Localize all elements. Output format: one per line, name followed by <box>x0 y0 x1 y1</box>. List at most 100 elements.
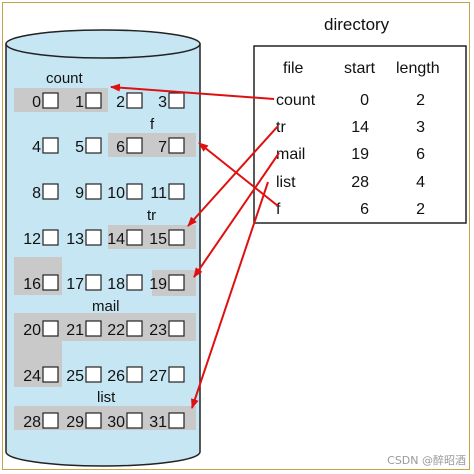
block-box <box>85 183 102 200</box>
block-box <box>42 137 59 154</box>
directory-rows: count 0 2 tr 14 3 mail 19 6 list 28 4 f 6 2 <box>276 92 425 218</box>
block-box <box>126 183 143 200</box>
block-box <box>168 183 185 200</box>
dir-start: 14 <box>351 119 369 136</box>
block-number: 10 <box>107 185 125 202</box>
dir-start: 0 <box>360 92 369 109</box>
block-number: 5 <box>75 139 84 156</box>
block-number: 13 <box>66 231 84 248</box>
arrow-tr <box>187 125 279 227</box>
directory-header-file: file <box>283 60 304 77</box>
dir-length: 2 <box>416 201 425 218</box>
block-box <box>126 320 143 337</box>
block-box <box>168 229 185 246</box>
dir-start: 6 <box>360 201 369 218</box>
block-number: 14 <box>107 231 125 248</box>
block-box <box>168 412 185 429</box>
block-box <box>42 274 59 291</box>
block-number: 6 <box>116 139 125 156</box>
directory-header-length: length <box>396 60 440 77</box>
disk-label-mail: mail <box>92 298 120 315</box>
block-box <box>42 366 59 383</box>
directory-title: directory <box>324 15 390 34</box>
block-number: 19 <box>149 276 167 293</box>
block-box <box>85 137 102 154</box>
block-number: 29 <box>66 414 84 431</box>
block-number: 30 <box>107 414 125 431</box>
block-number: 8 <box>32 185 41 202</box>
block-box <box>42 320 59 337</box>
block-box <box>85 92 102 109</box>
disk-label-tr: tr <box>147 207 156 224</box>
directory-panel: directory file start length count 0 2 tr 14 3… <box>253 15 467 224</box>
block-number: 28 <box>23 414 41 431</box>
block-box <box>168 274 185 291</box>
directory-table-border <box>253 45 467 224</box>
block-number: 12 <box>23 231 41 248</box>
block-number: 16 <box>23 276 41 293</box>
dir-start: 28 <box>351 174 369 191</box>
dir-length: 4 <box>416 174 425 191</box>
disk-label-f: f <box>150 116 155 133</box>
block-number: 20 <box>23 322 41 339</box>
block-box <box>42 229 59 246</box>
block-number: 21 <box>66 322 84 339</box>
disk-label-list: list <box>97 389 116 406</box>
dir-file: f <box>276 201 281 218</box>
block-number: 3 <box>158 94 167 111</box>
arrow-list <box>191 181 269 409</box>
image-frame <box>2 2 470 470</box>
block-box <box>126 92 143 109</box>
block-box <box>126 137 143 154</box>
arrow-f <box>198 142 279 207</box>
block-number: 9 <box>75 185 84 202</box>
block-box <box>42 183 59 200</box>
watermark: CSDN @醉昭酒 <box>387 454 466 467</box>
block-number: 27 <box>149 368 167 385</box>
block-box <box>85 412 102 429</box>
block-number: 31 <box>149 414 167 431</box>
block-box <box>126 274 143 291</box>
block-box <box>168 366 185 383</box>
block-box <box>168 92 185 109</box>
dir-file: count <box>276 92 316 109</box>
block-number: 7 <box>158 139 167 156</box>
block-number: 17 <box>66 276 84 293</box>
dir-file: mail <box>276 146 305 163</box>
block-number: 11 <box>150 185 167 202</box>
block-number: 15 <box>149 231 167 248</box>
arrow-mail <box>193 152 280 278</box>
block-box <box>126 229 143 246</box>
block-box <box>126 366 143 383</box>
dir-file: tr <box>276 119 286 136</box>
block-number: 4 <box>32 139 41 156</box>
dir-length: 6 <box>416 146 425 163</box>
block-number: 2 <box>116 94 125 111</box>
block-box <box>42 412 59 429</box>
block-number: 23 <box>149 322 167 339</box>
disk-label-count: count <box>46 70 84 87</box>
block-number: 22 <box>107 322 125 339</box>
block-number: 0 <box>32 94 41 111</box>
block-number: 18 <box>107 276 125 293</box>
block-box <box>85 274 102 291</box>
dir-length: 2 <box>416 92 425 109</box>
dir-file: list <box>276 174 296 191</box>
block-box <box>85 366 102 383</box>
dir-start: 19 <box>351 146 369 163</box>
block-box <box>42 92 59 109</box>
arrow-count <box>110 83 275 100</box>
block-number: 1 <box>75 94 84 111</box>
pointer-arrows <box>110 83 280 409</box>
dir-length: 3 <box>416 119 425 136</box>
block-number: 25 <box>66 368 84 385</box>
disk-file-labels: count f tr mail list <box>46 70 156 406</box>
block-number: 24 <box>23 368 41 385</box>
block-box <box>168 320 185 337</box>
block-box <box>126 412 143 429</box>
block-box <box>85 320 102 337</box>
block-box <box>168 137 185 154</box>
directory-header-start: start <box>344 60 376 77</box>
